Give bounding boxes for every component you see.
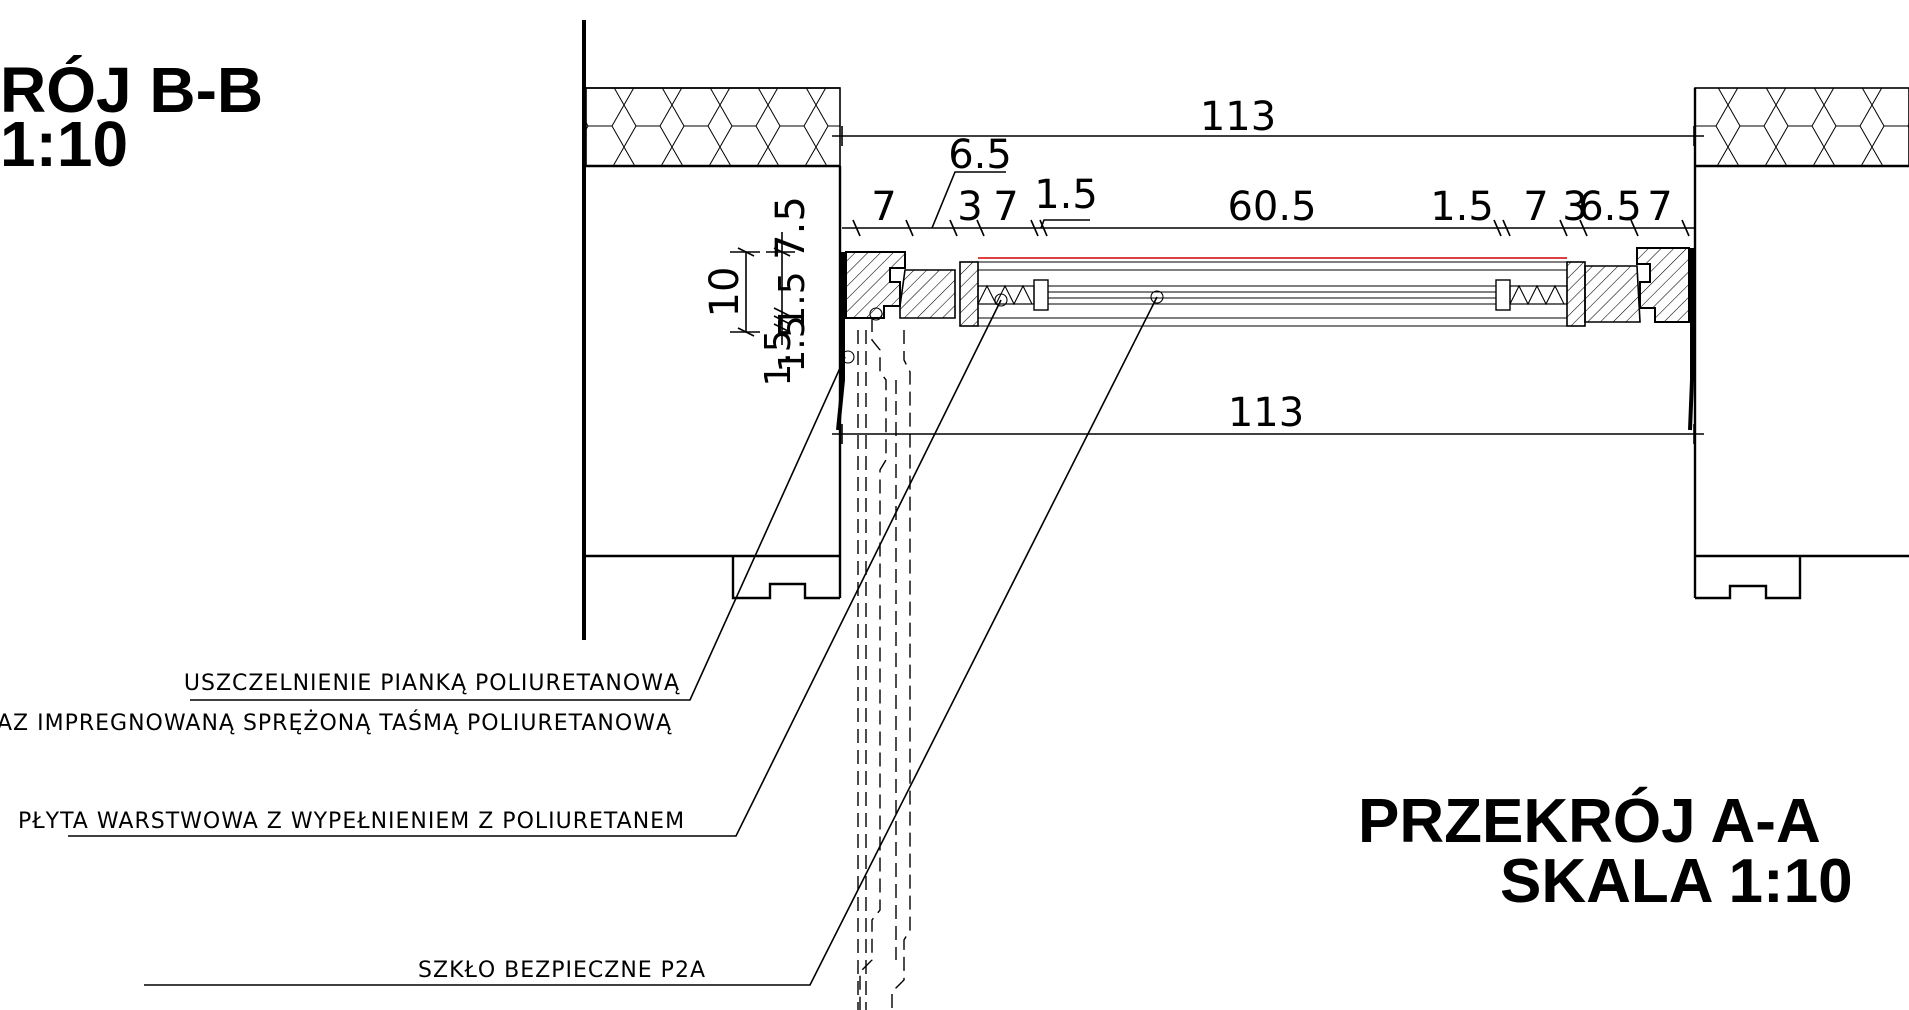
door-leaf-open-dashed: [857, 307, 911, 1010]
dim-1-5-right: 1.5: [1430, 184, 1494, 230]
insulation-left: [585, 87, 841, 167]
right-reveal: [1693, 88, 1909, 600]
dim-v-10: 10: [702, 267, 748, 318]
dimension-chain-top: 7 6.5 3 7 1.5 60.5 1.5 7 3 6.5 7: [842, 132, 1694, 237]
dim-3: 3: [957, 184, 982, 230]
dim-1-5-left: 1.5: [1034, 172, 1098, 218]
section-bb-title-line1: RÓJ B-B: [0, 54, 263, 126]
section-aa-title-line2: SKALA 1:10: [1500, 847, 1853, 916]
dim-7-right: 7: [1647, 184, 1672, 230]
door-frame-right: [1636, 247, 1695, 431]
dimension-top-overall: 113: [832, 94, 1704, 146]
dim-60-5: 60.5: [1227, 184, 1316, 230]
dim-6-5-right: 6.5: [1578, 184, 1642, 230]
dim-top-113: 113: [1200, 94, 1276, 140]
section-bb-title-line2: 1:10: [0, 108, 128, 180]
dimension-bottom-overall: 113: [832, 390, 1704, 444]
left-reveal: [586, 164, 842, 600]
dim-v-7-5: 7.5: [768, 196, 814, 260]
note-seal: USZCZELNIENIE PIANKĄ POLIURETANOWĄ ORAZ …: [0, 671, 680, 736]
dim-bottom-113: 113: [1228, 390, 1304, 436]
dimension-chain-vertical: 7.5 10 1.5 1.5 1.5: [702, 196, 814, 386]
dim-v-1-5-b: 1.5: [758, 329, 799, 386]
dim-7-c: 7: [1523, 184, 1548, 230]
note-seal-line1: USZCZELNIENIE PIANKĄ POLIURETANOWĄ: [184, 671, 680, 696]
door-leaf: [899, 257, 1641, 327]
dim-v-1-5-a: 1.5: [772, 271, 813, 328]
door-frame-left: [836, 251, 906, 431]
insulation-right: [1694, 87, 1909, 167]
leader-lines: [68, 296, 1158, 986]
note-seal-line2: ORAZ IMPREGNOWANĄ SPRĘŻONĄ TAŚMĄ POLIURE…: [0, 710, 672, 736]
dim-6-5: 6.5: [948, 132, 1012, 178]
section-aa-title-line1: PRZEKRÓJ A-A: [1358, 787, 1821, 856]
dim-3-right: 3: [1562, 184, 1587, 230]
section-aa-title: PRZEKRÓJ A-A SKALA 1:10: [1358, 787, 1853, 916]
dim-7-b: 7: [993, 184, 1018, 230]
dim-v-1-5-c: 1.5: [772, 315, 813, 372]
note-panel: PŁYTA WARSTWOWA Z WYPEŁNIENIEM Z POLIURE…: [18, 809, 685, 834]
section-bb-title: RÓJ B-B 1:10: [0, 54, 263, 180]
note-glass: SZKŁO BEZPIECZNE P2A: [418, 958, 706, 983]
dim-7-left: 7: [871, 184, 896, 230]
